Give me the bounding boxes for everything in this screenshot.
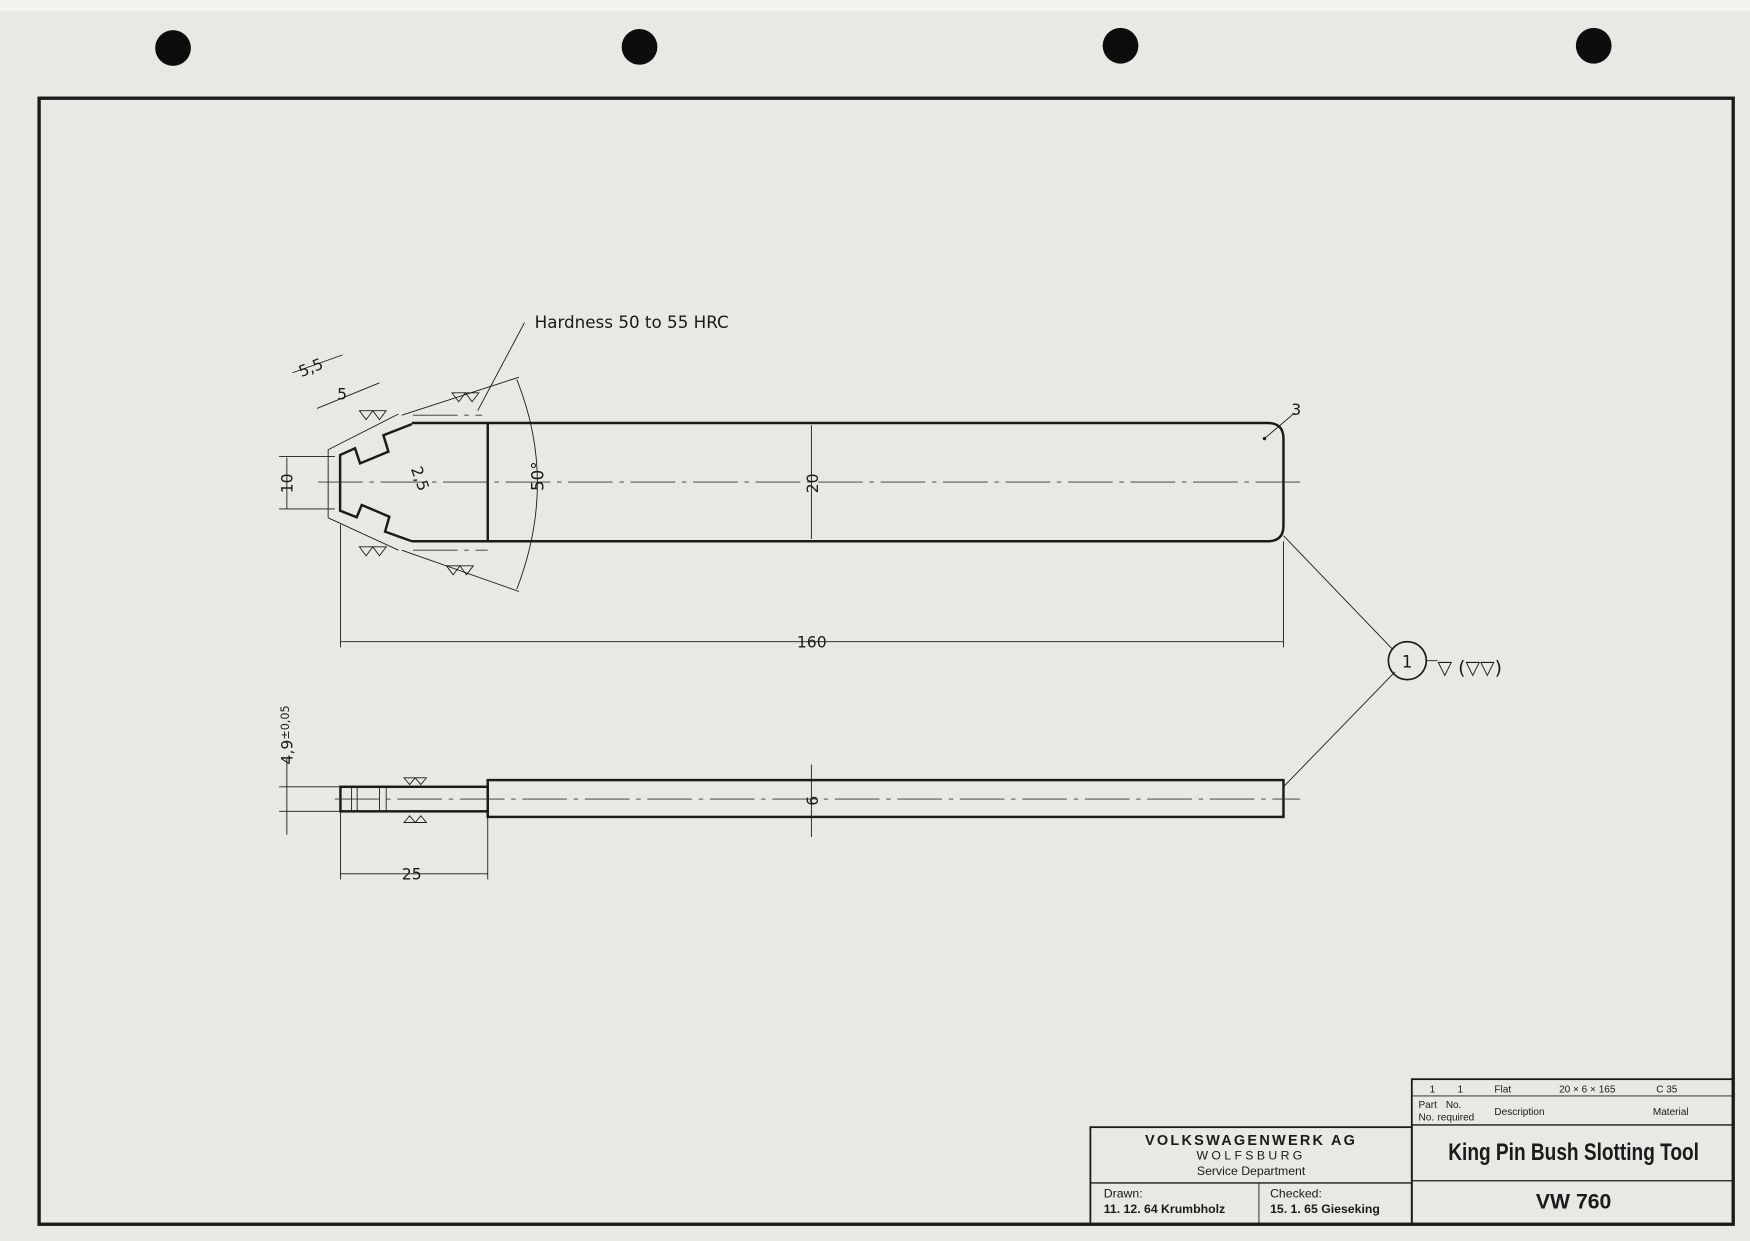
angle-ext-line [401,549,520,592]
parts-no-required: 1 [1458,1085,1464,1096]
dim-50deg: 50° [528,461,548,491]
part-callout: 1 ▽ (▽▽) [1283,535,1502,788]
dim-5: 5 [337,386,347,404]
surface-finish-note: ▽ (▽▽) [1437,657,1502,679]
dim-25: 25 [402,865,422,883]
dim-4-9-tolerance: ±0,05 [279,705,292,739]
checked-value: 15. 1. 65 Gieseking [1270,1202,1380,1216]
header-material: Material [1653,1107,1689,1118]
callout-leader [1283,671,1396,788]
dim-20: 20 [804,473,822,493]
parts-description: Flat [1494,1085,1511,1096]
paper-top-strip [0,0,1750,12]
checked-label: Checked: [1270,1186,1322,1200]
header-no-2: No. [1418,1112,1434,1123]
header-description: Description [1494,1107,1544,1118]
drawing-number: VW 760 [1536,1191,1611,1214]
dim-line [292,354,343,374]
angle-ext-line [401,376,520,416]
parts-part-no: 1 [1430,1085,1436,1096]
header-no-required: No.required [1418,1112,1474,1123]
company-name: VOLKSWAGENWERK AG [1145,1133,1357,1149]
header-no: No. [1446,1100,1462,1111]
dim-160: 160 [797,633,827,651]
dim-6: 6 [804,796,822,806]
drawn-value: 11. 12. 64 Krumbholz [1104,1202,1225,1216]
surface-finish-icon [403,777,428,824]
company-department: Service Department [1197,1164,1306,1178]
hardness-note: Hardness 50 to 55 HRC [535,312,729,332]
hardness-leader [477,322,525,411]
punch-hole [155,30,191,66]
punch-hole [621,29,658,65]
drawn-label: Drawn: [1104,1186,1143,1200]
surface-finish-icon [358,392,480,576]
drawing-frame [37,96,1735,1226]
dim-line [316,382,380,409]
punch-holes [155,27,1612,66]
punch-hole [1102,27,1139,64]
angle-arc [516,379,538,590]
header-required: required [1437,1112,1474,1123]
dim-r3: 3 [1291,401,1301,419]
side-view: 4,9±0,05 6 25 [278,705,1301,883]
punch-hole [1575,27,1612,64]
callout-leader [1283,535,1394,650]
title-block: VOLKSWAGENWERK AG WOLFSBURG Service Depa… [1089,1078,1735,1226]
callout-number: 1 [1402,651,1413,671]
dim-10: 10 [278,473,296,493]
parts-material: C 35 [1656,1085,1678,1096]
company-city: WOLFSBURG [1197,1149,1306,1163]
top-view: 50° Hardness 50 to 55 HRC 5,5 5 2,5 10 2… [278,312,1304,651]
parts-size: 20 × 6 × 165 [1559,1085,1616,1096]
radius-leader [1264,412,1295,439]
header-part: Part [1418,1100,1437,1111]
tip-outer-line [327,413,399,551]
dim-4-9-value: 4,9 [278,740,296,765]
header-part-no: Part No. [1418,1100,1461,1111]
drawing-title: King Pin Bush Slotting Tool [1448,1139,1699,1165]
dim-4-9: 4,9±0,05 [278,705,296,764]
tip-profile [338,422,413,543]
radius-center [1262,436,1267,441]
title-block-right [1410,1078,1735,1226]
